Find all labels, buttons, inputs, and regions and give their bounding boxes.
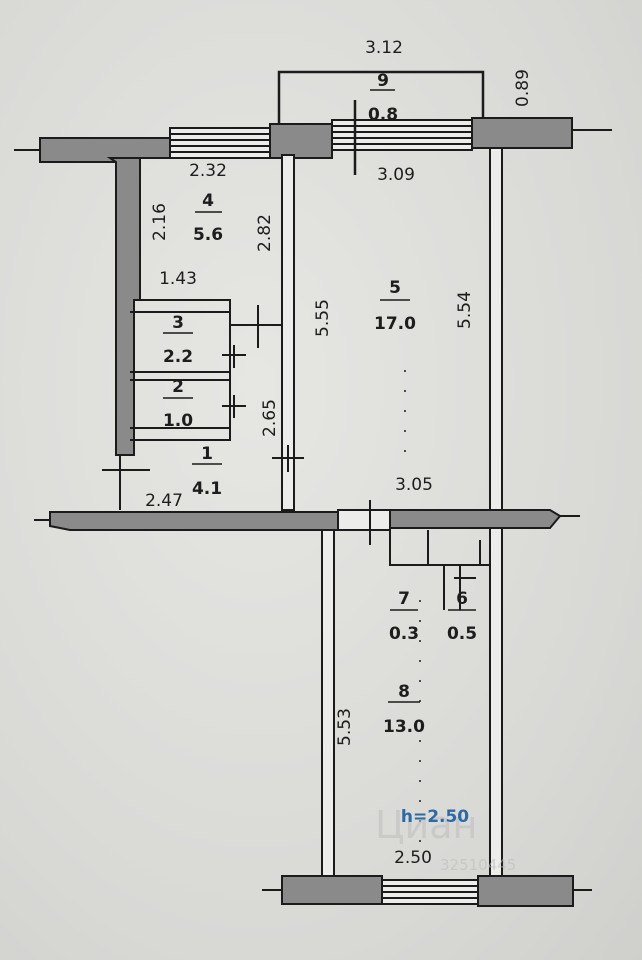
dimension-labels: 3.12 0.89 2.32 2.16 2.82 3.09 1.43 5.55 … [145, 38, 533, 868]
dim-balcony-width: 3.12 [365, 38, 403, 58]
room-5-number: 5 [389, 278, 401, 298]
ceiling-height: h=2.50 [401, 807, 469, 827]
dim-hall-side: 2.65 [260, 399, 280, 437]
watermark-id: 32510445 [440, 856, 516, 874]
dim-room4-right: 2.82 [255, 214, 275, 252]
room-5-area: 17.0 [374, 314, 416, 334]
entrance-door [102, 455, 150, 510]
room8-left-wall [321, 529, 335, 881]
dim-room3-width: 1.43 [159, 269, 197, 289]
watermark-brand: Циан [375, 803, 477, 847]
closets-6-7 [389, 530, 490, 610]
room-1-number: 1 [201, 444, 213, 464]
dim-room4-depth: 2.16 [150, 203, 170, 241]
room-8-number: 8 [398, 682, 410, 702]
dim-room5-right: 5.54 [455, 291, 475, 329]
top-exterior-wall [14, 100, 612, 175]
fraction-bars [163, 89, 476, 703]
dim-balcony-depth: 0.89 [513, 69, 533, 107]
room-4-number: 4 [202, 191, 214, 211]
room-labels: 9 0.8 4 5.6 5 17.0 3 2.2 2 1.0 1 4.1 7 0… [163, 71, 477, 737]
room-3-number: 3 [172, 313, 184, 333]
room-6-number: 6 [456, 589, 468, 609]
watermark: Циан 32510445 [375, 803, 516, 874]
dim-room5-left: 5.55 [313, 299, 333, 337]
dim-room8-width: 2.50 [394, 848, 432, 868]
room-4-area: 5.6 [193, 225, 223, 245]
room5-left-wall [272, 154, 304, 511]
room-8-area: 13.0 [383, 717, 425, 737]
bottom-exterior-wall [262, 875, 592, 907]
room-9-area: 0.8 [368, 105, 398, 125]
room-2-number: 2 [172, 377, 184, 397]
room-1-area: 4.1 [192, 479, 222, 499]
dim-room5-top: 3.09 [377, 165, 415, 185]
dim-room5-bottom: 3.05 [395, 475, 433, 495]
room-7-number: 7 [398, 589, 410, 609]
room-3-area: 2.2 [163, 347, 193, 367]
room-2-area: 1.0 [163, 411, 193, 431]
dim-hall-width: 2.47 [145, 491, 183, 511]
room5-right-wall [489, 147, 503, 511]
room-6-area: 0.5 [447, 624, 477, 644]
left-interior-wall [106, 157, 141, 456]
dim-room4-width: 2.32 [189, 161, 227, 181]
room8-right-wall [489, 527, 503, 881]
middle-wall [34, 500, 580, 545]
balcony-outline [277, 70, 485, 126]
room-9-number: 9 [377, 71, 389, 91]
room-7-area: 0.3 [389, 624, 419, 644]
dim-room8-side: 5.53 [335, 708, 355, 746]
bathroom-partitions [130, 299, 282, 441]
